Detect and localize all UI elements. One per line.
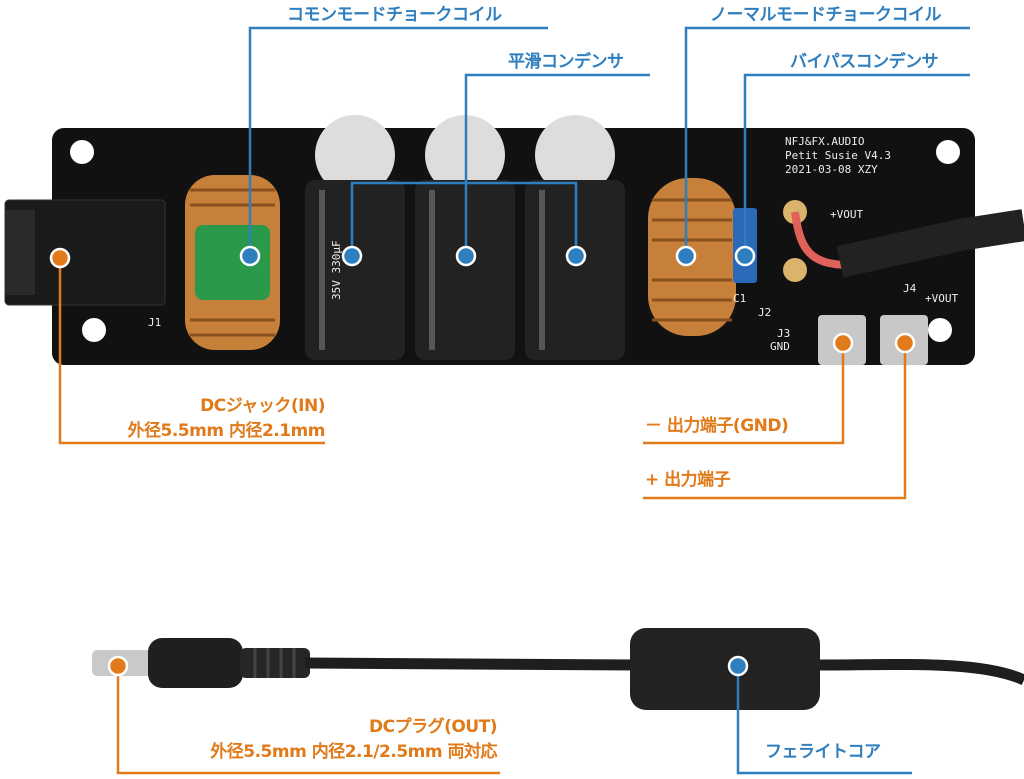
pcb-c1: C1 <box>733 292 747 305</box>
smoothing-capacitors <box>305 115 625 360</box>
callout-dot <box>675 245 697 267</box>
pcb-model: Petit Susie V4.3 <box>785 149 891 162</box>
pcb-date: 2021-03-08 XZY <box>785 163 878 176</box>
red-wire <box>791 211 851 269</box>
plug-cable <box>304 657 1024 686</box>
callout-dot <box>107 655 129 677</box>
callout-line-plus <box>643 343 907 500</box>
callout-dot <box>734 245 756 267</box>
common-mode-choke <box>185 175 280 350</box>
callout-dot <box>894 332 916 354</box>
strain-relief-ribs <box>253 648 296 678</box>
callout-dot <box>565 245 587 267</box>
pcb-vout-label: +VOUT <box>830 208 864 221</box>
callout-line-smoothing <box>350 73 650 256</box>
mount-hole <box>928 318 952 342</box>
label-output-gnd: － 出力端子(GND) <box>645 416 789 436</box>
pcb-gnd: GND <box>770 340 790 353</box>
pcb-vout-j4: +VOUT <box>925 292 959 305</box>
pcb-j1: J1 <box>148 316 162 329</box>
pcb-j4: J4 <box>903 282 917 295</box>
callout-dot <box>455 245 477 267</box>
dc-jack-face <box>5 210 35 295</box>
label-smoothing-capacitor: 平滑コンデンサ <box>508 52 624 72</box>
callout-line-ferrite <box>736 666 912 775</box>
gnd-pad <box>783 258 807 282</box>
label-dc-jack-spec: 外径5.5mm 内径2.1mm <box>127 421 325 441</box>
dc-plug-body <box>148 638 243 688</box>
mount-hole <box>70 140 94 164</box>
callout-line-dc-plug <box>116 666 500 775</box>
label-dc-plug-title: DCプラグ(OUT) <box>369 717 497 737</box>
pcb-j3: J3 <box>777 327 791 340</box>
label-dc-plug-spec: 外径5.5mm 内径2.1/2.5mm 両対応 <box>210 742 497 762</box>
label-normal-mode-choke: ノーマルモードチョークコイル <box>710 5 942 25</box>
mount-hole <box>82 318 106 342</box>
callout-line-dc-jack <box>58 258 325 445</box>
callout-dot <box>49 247 71 269</box>
label-dc-jack-title: DCジャック(IN) <box>200 396 325 416</box>
callout-dot <box>239 245 261 267</box>
output-cable <box>836 209 1024 278</box>
dc-plug-strain-relief <box>240 648 310 678</box>
capacitor-marking: 35V 330μF <box>330 240 343 300</box>
callout-dot <box>341 245 363 267</box>
label-common-mode-choke: コモンモードチョークコイル <box>287 5 502 25</box>
callout-line-gnd <box>643 343 845 445</box>
callout-dot <box>832 332 854 354</box>
label-output-plus: + 出力端子 <box>645 470 731 490</box>
mount-hole <box>936 140 960 164</box>
pcb-brand: NFJ&FX.AUDIO <box>785 135 865 148</box>
callout-line-bypass <box>743 73 970 256</box>
pcb-j2: J2 <box>758 306 772 319</box>
callout-dot <box>727 655 749 677</box>
label-bypass-capacitor: バイパスコンデンサ <box>790 52 939 72</box>
label-ferrite-core: フェライトコア <box>765 742 881 762</box>
callout-line-common-choke <box>248 26 548 256</box>
ferrite-core-body <box>630 628 820 710</box>
callout-line-normal-choke <box>684 26 970 256</box>
